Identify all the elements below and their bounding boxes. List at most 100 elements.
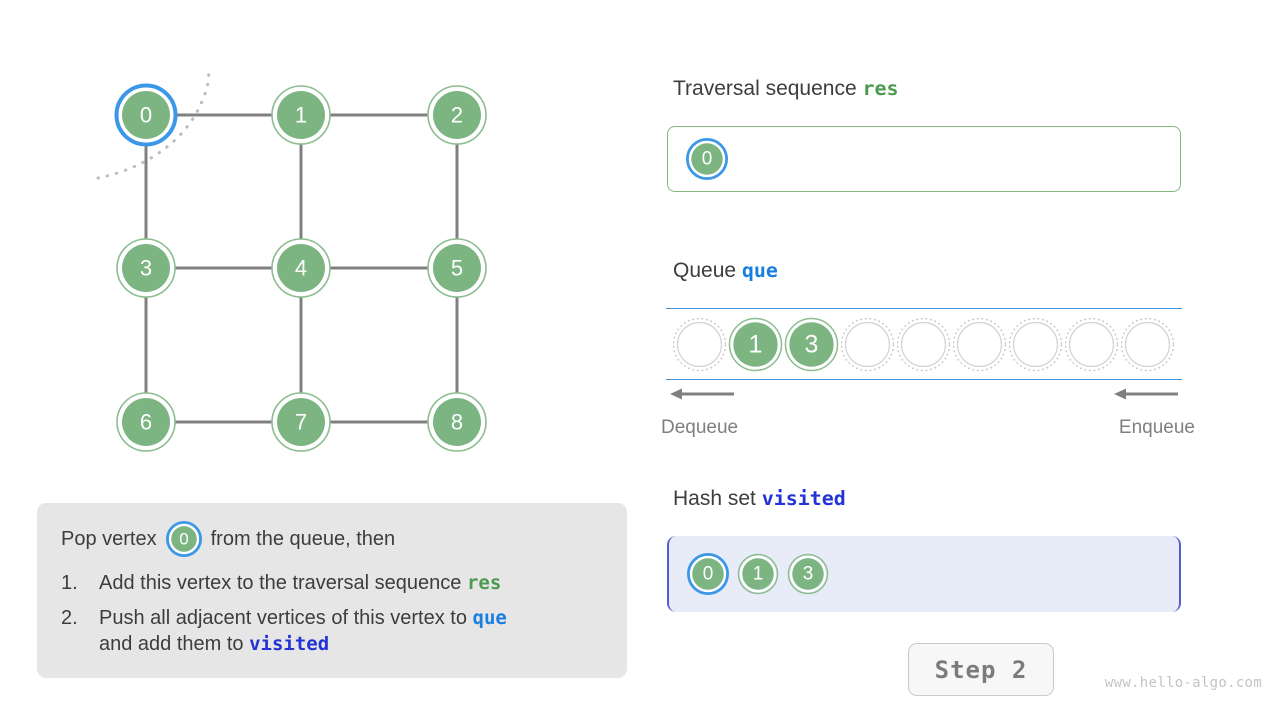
node-token-label: 0	[702, 149, 713, 170]
queue-rail-top	[666, 308, 1182, 309]
queue-empty-slot-7	[1064, 317, 1119, 372]
queue-rail-bottom	[666, 379, 1182, 380]
vertex-core	[277, 398, 325, 446]
queue-empty-slot-3	[840, 317, 895, 372]
vertex-label: 5	[451, 256, 463, 281]
caption-lead-after: from the queue, then	[210, 528, 396, 550]
vertex-outline-ring	[271, 238, 331, 298]
graph-vertex-7[interactable]: 7	[271, 392, 331, 452]
caption-step-list: 1.Add this vertex to the traversal seque…	[61, 570, 603, 658]
vertex-core	[122, 91, 170, 139]
graph-vertex-5[interactable]: 5	[427, 238, 487, 298]
graph-vertex-6[interactable]: 6	[116, 392, 176, 452]
vertex-outline-ring	[116, 238, 176, 298]
queue-node-1: 1	[728, 317, 783, 372]
vertex-white-ring	[118, 394, 174, 450]
graph-svg: 0 1 2 3 4 5 6 7 8	[96, 66, 487, 452]
vertex-label: 8	[451, 410, 463, 435]
caption-step-text: Push all adjacent vertices of this verte…	[99, 605, 507, 658]
vertex-core	[122, 398, 170, 446]
visited-items: 0 1 3	[687, 536, 829, 612]
graph-panel: 0 1 2 3 4 5 6 7 8	[0, 0, 620, 490]
vertex-white-ring	[429, 240, 485, 296]
caption-node-0: 0	[165, 521, 202, 557]
vertex-white-ring	[118, 240, 174, 296]
vertex-label: 1	[295, 103, 307, 128]
vertex-core	[277, 91, 325, 139]
vertex-white-ring	[118, 87, 174, 143]
queue-empty-slot-6	[1008, 317, 1063, 372]
vertex-outline-ring	[271, 392, 331, 452]
graph-vertex-0[interactable]: 0	[114, 83, 178, 147]
que-title-plain: Queue	[673, 259, 742, 282]
caption-code-visited: visited	[249, 633, 330, 656]
vertex-label: 2	[451, 103, 463, 128]
vertex-label: 4	[295, 256, 307, 281]
node-token-label: 1	[749, 330, 763, 358]
visited-section-title: Hash set visited	[673, 488, 846, 509]
vertex-core	[433, 91, 481, 139]
res-node-0: 0	[686, 138, 728, 180]
res-container: 0	[667, 126, 1181, 192]
vertex-outline-ring	[427, 392, 487, 452]
res-items: 0	[686, 127, 728, 191]
caption-lead-before: Pop vertex	[61, 528, 157, 550]
node-token-label: 1	[753, 564, 764, 585]
caption-code-res: res	[466, 572, 502, 594]
vertex-core	[277, 244, 325, 292]
vertex-label: 0	[140, 103, 152, 128]
caption-step-number: 2.	[61, 606, 78, 629]
caption-text-segment: Push all adjacent vertices of this verte…	[99, 606, 473, 629]
res-title-plain: Traversal sequence	[673, 77, 863, 100]
caption-box: Pop vertex 0 from the queue, then 1.Add …	[37, 503, 627, 678]
caption-code-que: que	[472, 606, 507, 629]
visited-node-3: 3	[787, 553, 829, 595]
visited-title-mono: visited	[761, 486, 846, 510]
vertex-label: 6	[140, 410, 152, 435]
visited-container: 0 1 3	[667, 536, 1181, 612]
dequeue-label: Dequeue	[661, 417, 739, 438]
node-token-label: 3	[803, 564, 814, 585]
graph-edges	[144, 113, 459, 424]
graph-vertex-4[interactable]: 4	[271, 238, 331, 298]
vertex-white-ring	[429, 394, 485, 450]
res-title-mono: res	[862, 76, 899, 100]
node-token-label: 0	[703, 564, 714, 585]
enqueue-arrow-icon	[1114, 388, 1178, 400]
step-badge: Step 2	[908, 643, 1054, 696]
vertex-core	[433, 398, 481, 446]
que-section-title: Queue que	[673, 260, 778, 281]
vertex-white-ring	[273, 87, 329, 143]
enqueue-label: Enqueue	[1118, 417, 1195, 438]
vertex-outline-ring	[116, 392, 176, 452]
caption-text-segment: and add them to	[99, 633, 250, 656]
res-section-title: Traversal sequence res	[673, 78, 899, 99]
graph-vertex-3[interactable]: 3	[116, 238, 176, 298]
caption-lead: Pop vertex 0 from the queue, then	[61, 521, 603, 557]
caption-step-1: 1.Add this vertex to the traversal seque…	[61, 570, 603, 597]
vertex-highlight-ring	[114, 83, 178, 147]
queue-empty-slot-8	[1120, 317, 1175, 372]
vertex-white-ring	[273, 240, 329, 296]
node-token-label: 3	[805, 330, 819, 358]
vertex-white-ring	[273, 394, 329, 450]
caption-step-2: 2. Push all adjacent vertices of this ver…	[61, 605, 603, 658]
visited-title-plain: Hash set	[673, 487, 762, 510]
visited-node-1: 1	[737, 553, 779, 595]
vertex-outline-ring	[427, 85, 487, 145]
queue-empty-slot-0	[672, 317, 727, 372]
vertex-core	[433, 244, 481, 292]
node-token-label: 0	[179, 530, 188, 549]
queue-arrows-svg	[670, 388, 1178, 400]
vertex-label: 3	[140, 256, 152, 281]
vertex-label: 7	[295, 410, 307, 435]
graph-vertex-2[interactable]: 2	[427, 85, 487, 145]
vertex-outline-ring	[271, 85, 331, 145]
watermark: www.hello-algo.com	[1104, 675, 1262, 691]
graph-vertex-1[interactable]: 1	[271, 85, 331, 145]
graph-vertex-8[interactable]: 8	[427, 392, 487, 452]
graph-vertices: 0 1 2 3 4 5 6 7 8	[114, 83, 487, 452]
vertex-white-ring	[429, 87, 485, 143]
